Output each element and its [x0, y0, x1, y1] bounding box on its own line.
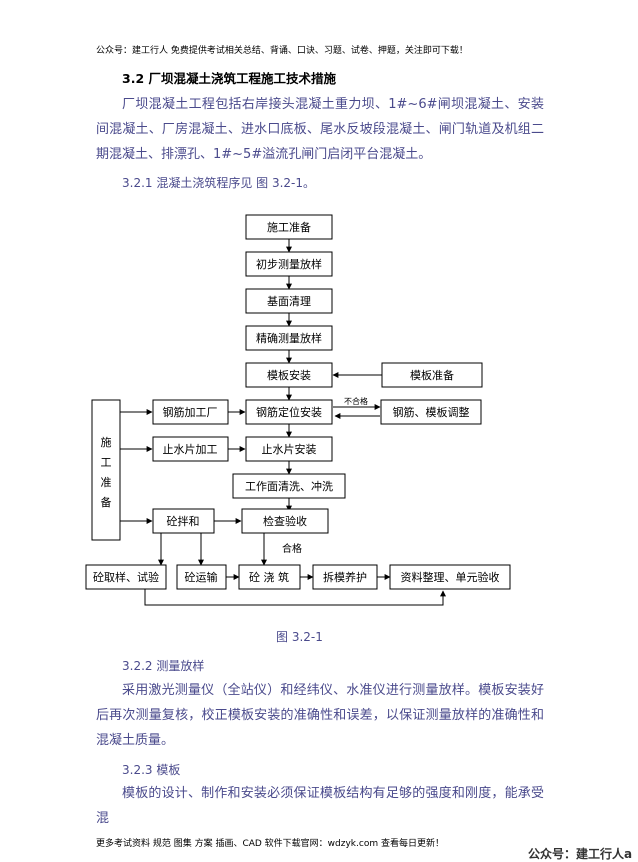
watermark: 公众号：建工行人a: [528, 847, 633, 861]
survey-title: 3.2.2 测量放样: [122, 659, 205, 673]
label-n15: 砼取样、试验: [93, 570, 159, 584]
label-n7: 钢筋定位安装: [256, 405, 322, 419]
label-n18: 拆模养护: [323, 570, 367, 584]
node-formwork-prep: [381, 362, 483, 388]
node-rebar-adjust: [380, 399, 482, 425]
node-concrete-mixing: [152, 508, 215, 534]
label-n17: 砼 浇 筑: [249, 570, 289, 584]
label-n6: 模板准备: [410, 368, 454, 382]
survey-body: 采用激光测量仪（全站仪）和经纬仪、水准仪进行测量放样。模板安装好后再次测量复核，…: [96, 683, 544, 748]
label-n10: 止水片加工: [163, 443, 218, 456]
node-pouring: [238, 564, 301, 590]
label-n2: 初步测量放样: [256, 257, 322, 271]
label-n8: 钢筋加工厂: [163, 405, 218, 419]
node-sampling: [85, 564, 167, 590]
label-side-2: 工: [101, 456, 112, 469]
node-base-cleanup: [245, 288, 333, 314]
formwork-title: 3.2.3 模板: [122, 763, 181, 777]
node-waterstop-make: [152, 436, 229, 462]
formwork-body: 模板的设计、制作和安装必须保证模板结构有足够的强度和刚度，能承受混: [96, 786, 544, 826]
label-side-3: 准: [101, 476, 112, 489]
label-n16: 砼运输: [185, 570, 218, 584]
label-side-1: 施: [101, 436, 112, 449]
footer-notice: 更多考试资料 规范 图集 方案 插画、CAD 软件下载官网：wdzyk.com …: [96, 839, 444, 849]
flow-reference: 3.2.1 混凝土浇筑程序见 图 3.2-1。: [122, 176, 316, 190]
label-n11: 止水片安装: [262, 442, 317, 456]
label-fail: 不合格: [344, 396, 368, 406]
node-curing: [312, 564, 378, 590]
node-waterstop-install: [245, 436, 333, 462]
label-n19: 资料整理、单元验收: [401, 570, 500, 584]
node-side-prep: [91, 399, 121, 541]
node-precise-survey: [245, 325, 333, 351]
node-initial-survey: [245, 251, 333, 277]
header-notice: 公众号：建工行人 免费提供考试相关总结、背诵、口诀、习题、试卷、押题，关注即可下…: [96, 46, 468, 56]
label-n13: 砼拌和: [167, 514, 200, 528]
label-n5: 模板安装: [267, 368, 311, 382]
label-n4: 精确测量放样: [256, 331, 322, 345]
label-n14: 检查验收: [263, 514, 307, 528]
node-transport: [176, 564, 227, 590]
label-side-4: 备: [101, 495, 112, 509]
node-surface-wash: [232, 473, 346, 499]
label-n9: 钢筋、模板调整: [393, 405, 470, 419]
node-inspection: [241, 508, 329, 534]
node-data-acceptance: [389, 564, 511, 590]
node-rebar-factory: [152, 399, 229, 425]
label-pass: 合格: [282, 542, 302, 555]
section-title: 3.2 厂坝混凝土浇筑工程施工技术措施: [122, 71, 336, 86]
label-n3: 基面清理: [267, 295, 311, 308]
node-construction-prep: [245, 214, 333, 240]
figure-caption: 图 3.2-1: [276, 630, 323, 644]
node-rebar-install: [245, 399, 333, 425]
node-formwork-install: [245, 362, 333, 388]
label-n1: 施工准备: [267, 220, 311, 234]
label-n12: 工作面清洗、冲洗: [245, 479, 333, 493]
section-intro: 厂坝混凝土工程包括右岸接头混凝土重力坝、1#~6#闸坝混凝土、安装间混凝土、厂房…: [96, 97, 544, 162]
